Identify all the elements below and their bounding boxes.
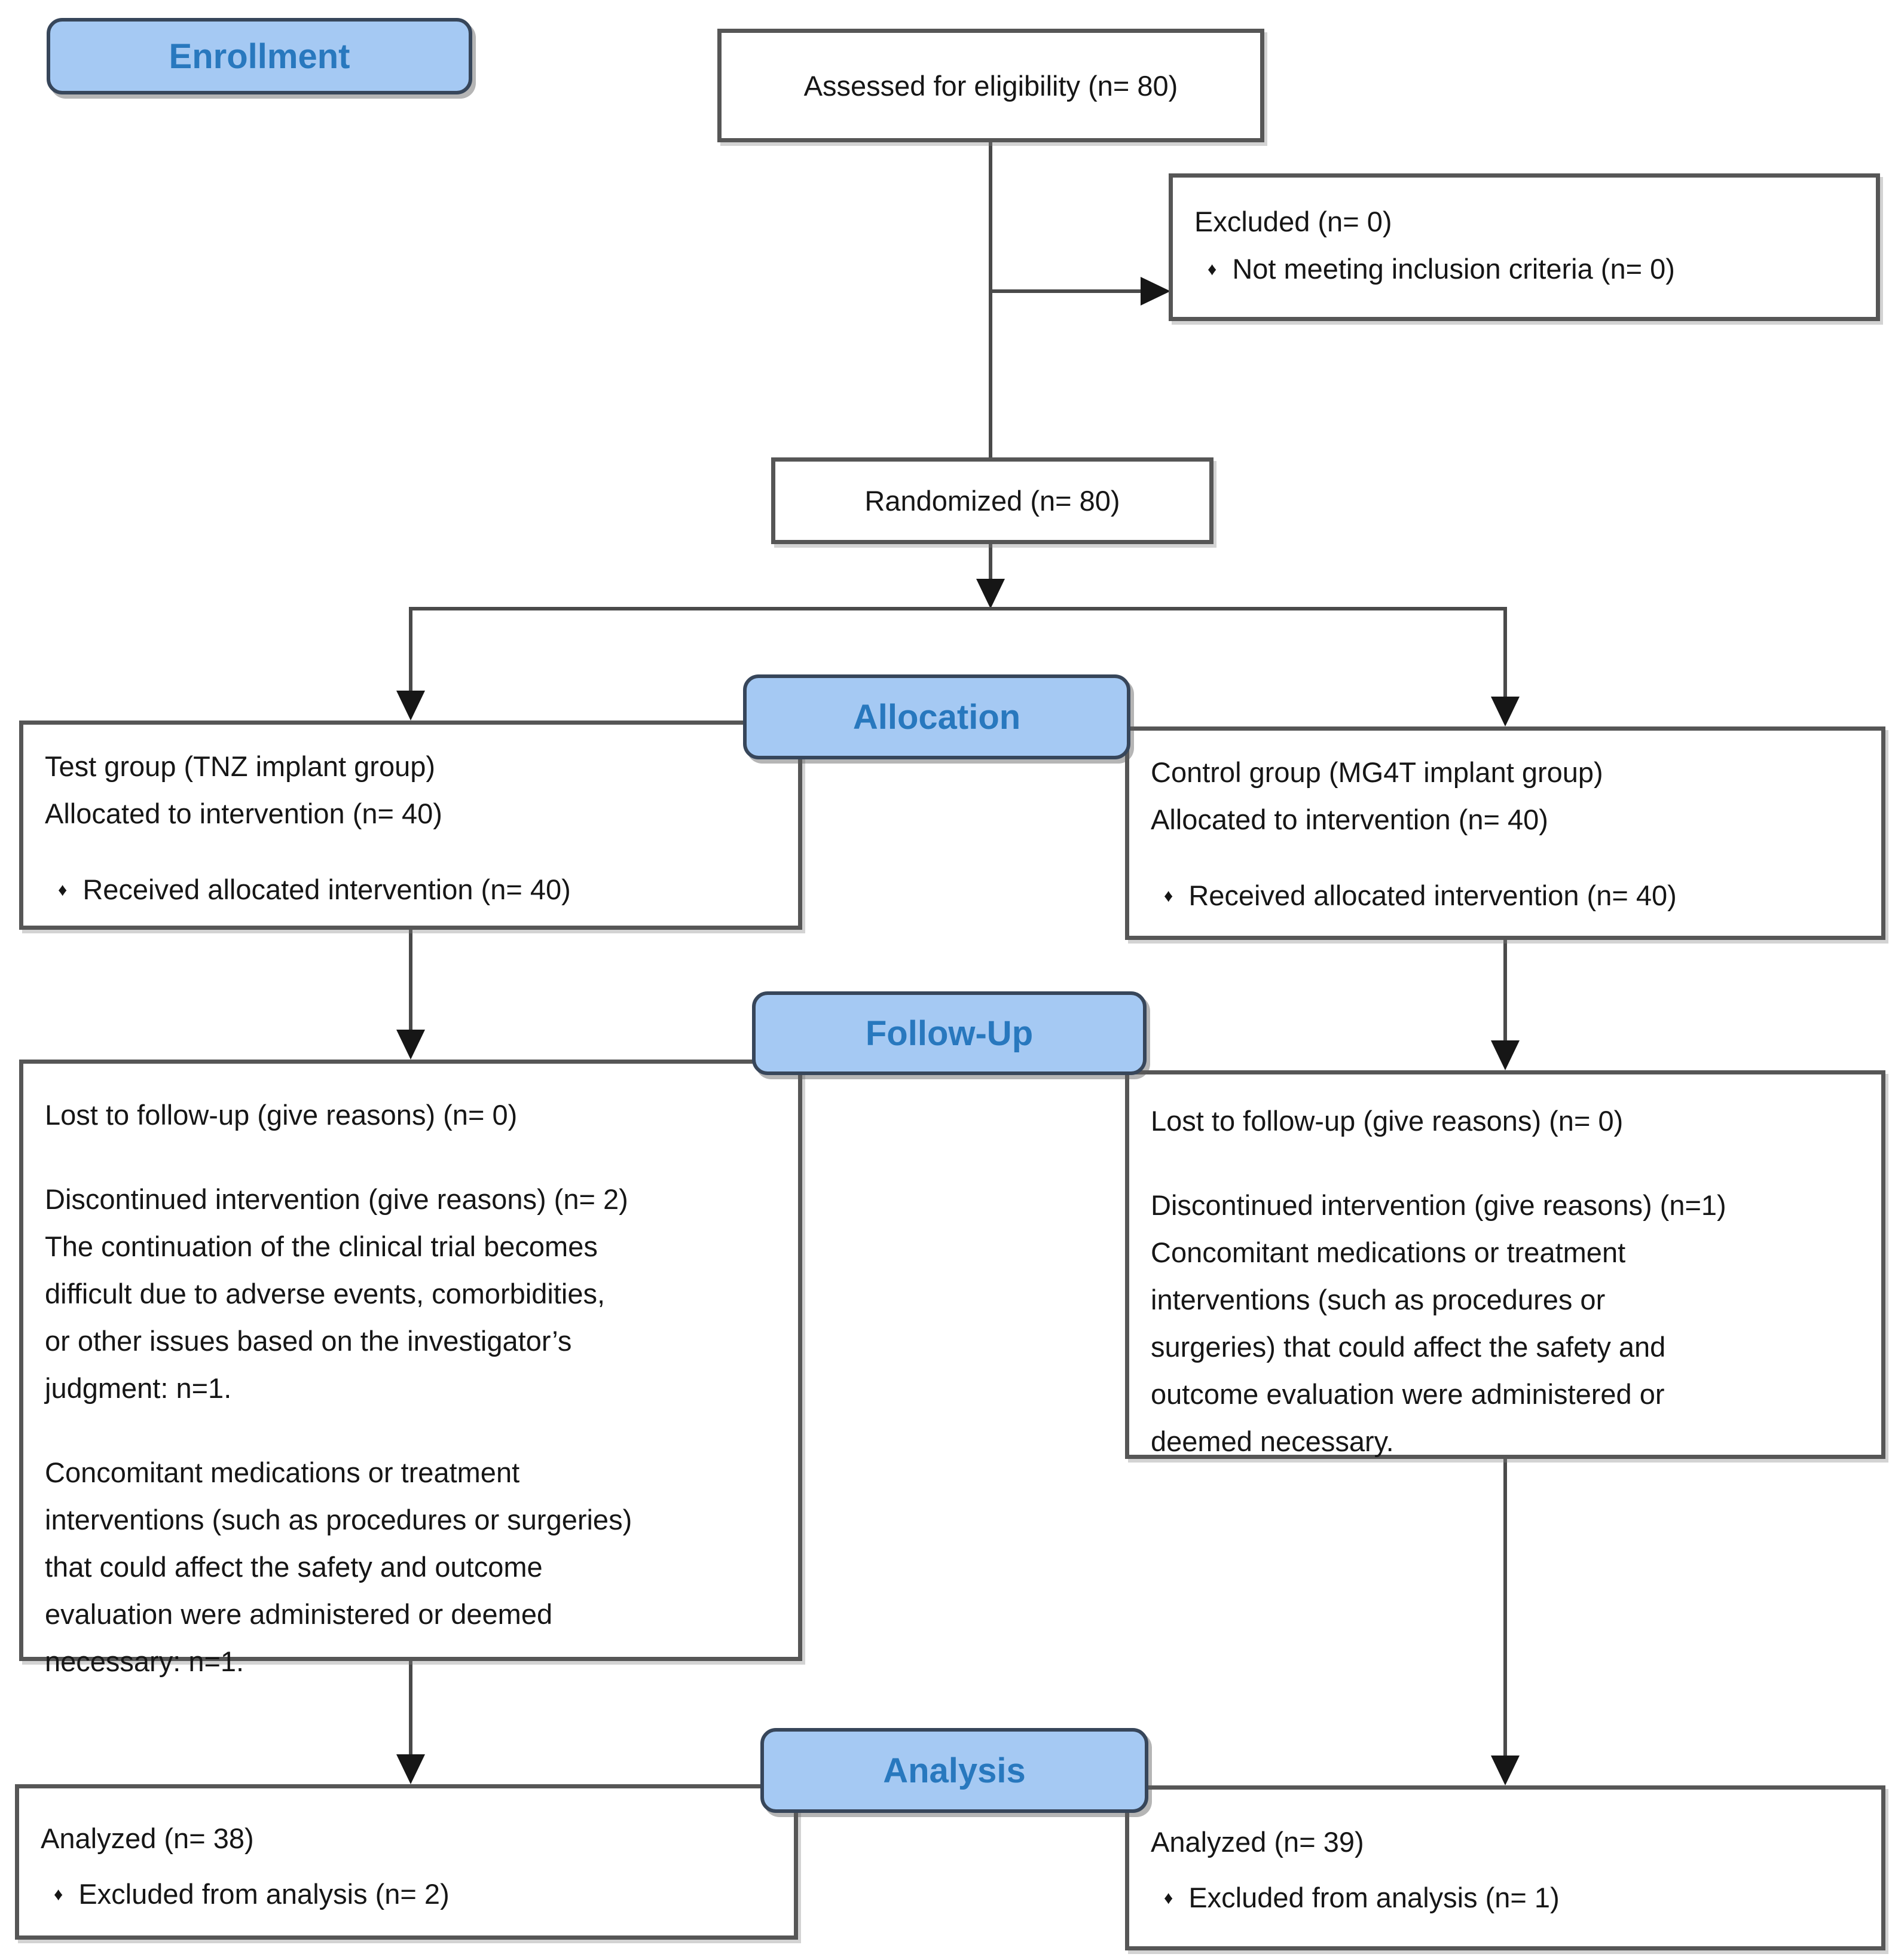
- test-followup-p2: Discontinued intervention (give reasons)…: [45, 1183, 628, 1404]
- diamond-bullet-icon: ♦: [58, 880, 68, 900]
- arrowhead-into-excluded: [1141, 277, 1170, 306]
- connector-assessed-to-randomized: [989, 142, 992, 457]
- stage-label-analysis: Analysis: [760, 1728, 1148, 1813]
- test-analysis-bullet-row: ♦ Excluded from analysis (n= 2): [41, 1870, 772, 1922]
- box-test-group: Test group (TNZ implant group) Allocated…: [19, 721, 802, 930]
- control-followup-p2: Discontinued intervention (give reasons)…: [1151, 1189, 1726, 1457]
- arrowhead-into-control-group: [1491, 697, 1520, 726]
- stage-label-enrollment: Enrollment: [47, 18, 472, 94]
- arrowhead-into-test-followup: [396, 1030, 425, 1060]
- diamond-bullet-icon: ♦: [54, 1885, 63, 1904]
- control-analysis-bullet-row: ♦ Excluded from analysis (n= 1): [1151, 1874, 1860, 1925]
- arrowhead-into-test-group: [396, 691, 425, 721]
- test-followup-p1: Lost to follow-up (give reasons) (n= 0): [45, 1099, 518, 1131]
- stage-label-followup: Follow-Up: [752, 991, 1147, 1075]
- box-excluded: Excluded (n= 0) ♦ Not meeting inclusion …: [1169, 173, 1880, 321]
- control-group-bullet-row: ♦ Received allocated intervention (n= 40…: [1151, 872, 1860, 923]
- assessed-text: Assessed for eligibility (n= 80): [803, 69, 1178, 102]
- analysis-label-text: Analysis: [883, 1751, 1026, 1790]
- diamond-bullet-icon: ♦: [1164, 1888, 1173, 1908]
- diamond-bullet-icon: ♦: [1208, 259, 1217, 279]
- control-group-bullet-text: Received allocated intervention (n= 40): [1188, 880, 1677, 911]
- control-analysis-bullet-text: Excluded from analysis (n= 1): [1188, 1882, 1560, 1913]
- connector-randomized-to-split: [989, 544, 992, 580]
- excluded-bullet-row: ♦ Not meeting inclusion criteria (n= 0): [1194, 245, 1854, 297]
- box-test-followup: Lost to follow-up (give reasons) (n= 0) …: [19, 1060, 802, 1677]
- control-followup-p1: Lost to follow-up (give reasons) (n= 0): [1151, 1105, 1624, 1137]
- arrowhead-into-control-followup: [1491, 1040, 1520, 1070]
- test-group-lines: Test group (TNZ implant group) Allocated…: [45, 750, 442, 829]
- connector-split-horizontal: [409, 607, 1507, 610]
- test-analysis-bullet-text: Excluded from analysis (n= 2): [78, 1878, 450, 1910]
- control-group-lines: Control group (MG4T implant group) Alloc…: [1151, 756, 1603, 835]
- arrowhead-into-control-analysis: [1491, 1756, 1520, 1785]
- connector-test-followup-to-analysis: [409, 1661, 412, 1756]
- test-group-bullet-row: ♦ Received allocated intervention (n= 40…: [45, 866, 777, 917]
- test-group-bullet-text: Received allocated intervention (n= 40): [82, 874, 571, 905]
- connector-split-to-control-group: [1503, 609, 1507, 698]
- test-followup-p3: Concomitant medications or treatment int…: [45, 1457, 632, 1677]
- box-control-analysis: Analyzed (n= 39) ♦ Excluded from analysi…: [1125, 1785, 1885, 1950]
- box-control-followup: Lost to follow-up (give reasons) (n= 0) …: [1125, 1070, 1885, 1459]
- randomized-text: Randomized (n= 80): [864, 485, 1120, 517]
- box-assessed: Assessed for eligibility (n= 80): [717, 29, 1264, 142]
- test-analysis-title: Analyzed (n= 38): [41, 1822, 254, 1854]
- allocation-label-text: Allocation: [852, 697, 1021, 737]
- connector-split-to-test-group: [409, 609, 412, 692]
- box-control-group: Control group (MG4T implant group) Alloc…: [1125, 726, 1885, 940]
- enrollment-label-text: Enrollment: [169, 36, 350, 76]
- connector-branch-to-excluded: [991, 289, 1141, 293]
- followup-label-text: Follow-Up: [865, 1013, 1034, 1053]
- arrowhead-into-test-analysis: [396, 1754, 425, 1784]
- box-test-analysis: Analyzed (n= 38) ♦ Excluded from analysi…: [15, 1784, 798, 1940]
- box-randomized: Randomized (n= 80): [771, 457, 1214, 544]
- excluded-bullet-text: Not meeting inclusion criteria (n= 0): [1232, 253, 1675, 285]
- control-analysis-title: Analyzed (n= 39): [1151, 1826, 1364, 1858]
- excluded-title: Excluded (n= 0): [1194, 206, 1392, 237]
- diamond-bullet-icon: ♦: [1164, 886, 1173, 906]
- arrowhead-at-split: [976, 579, 1005, 609]
- connector-control-group-to-followup: [1503, 940, 1507, 1042]
- connector-control-followup-to-analysis: [1503, 1459, 1507, 1757]
- stage-label-allocation: Allocation: [743, 674, 1130, 759]
- connector-test-group-to-followup: [409, 930, 412, 1031]
